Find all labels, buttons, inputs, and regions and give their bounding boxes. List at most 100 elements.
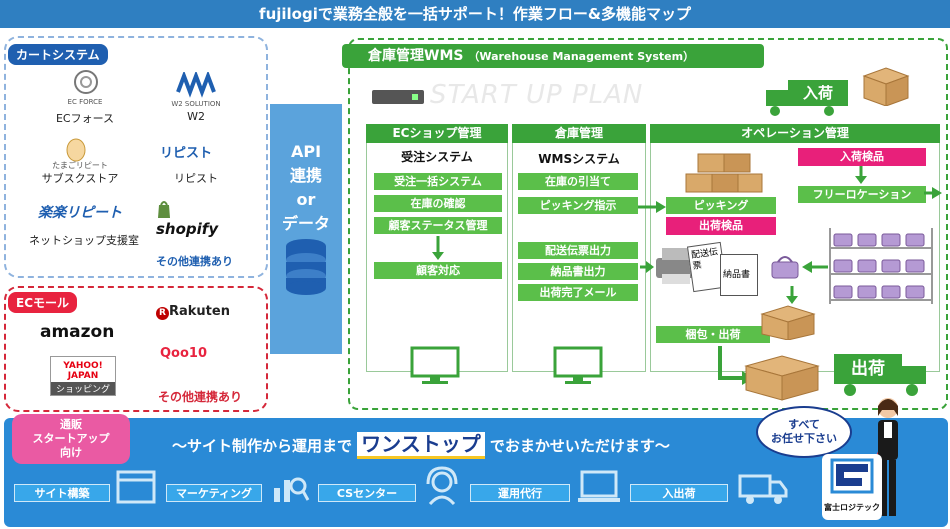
stock-check-item: 在庫の確認 xyxy=(374,195,502,212)
boxes-icon xyxy=(684,152,764,196)
api-line3: or xyxy=(270,188,342,212)
arrow-right-picking xyxy=(638,200,668,214)
company-logo-mark xyxy=(822,454,882,498)
api-column: API 連携 or データ xyxy=(270,104,342,354)
ec-shop-sub: 受注システム xyxy=(366,148,508,165)
speech-line2: お任せ下さい xyxy=(758,432,850,446)
wms-title: 倉庫管理WMS （Warehouse Management System） xyxy=(342,44,764,68)
startup-tag-line2: スタートアップ xyxy=(12,432,130,446)
speech-line1: すべて xyxy=(758,418,850,432)
company-logo: 富士ロジテック xyxy=(822,454,882,520)
operation-head: オペレーション管理 xyxy=(650,124,940,143)
repist-logo: リピスト xyxy=(160,142,224,160)
repist-logo-text: リピスト xyxy=(160,146,212,161)
arrow-left-shelf xyxy=(802,260,828,274)
wms-title-text: 倉庫管理WMS xyxy=(368,48,463,64)
page-title: fujilogiで業務全般を一括サポート！作業フロー&多機能マップ xyxy=(0,0,950,28)
warehouse-head: 倉庫管理 xyxy=(512,124,646,143)
service-operation: 運用代行 xyxy=(470,484,570,502)
order-batch-item: 受注一括システム xyxy=(374,173,502,190)
picking-item: ピッキング xyxy=(666,197,776,214)
truck-icon xyxy=(738,472,788,506)
repist-label: リピスト xyxy=(156,170,236,186)
rakuten-r-icon: R xyxy=(156,307,169,320)
browser-icon xyxy=(116,470,156,506)
ec-shop-head: ECショップ管理 xyxy=(366,124,508,143)
rakuraku-logo-text: 楽楽リピート xyxy=(38,205,122,221)
slogan: ～サイト制作から運用まで ワンストップ でおまかせいただけます～ xyxy=(172,428,670,457)
w2-label: W2 xyxy=(156,110,236,123)
inbound-label: 入荷 xyxy=(788,80,848,106)
service-shipping: 入出荷 xyxy=(630,484,728,502)
rakuraku-logo: 楽楽リピート xyxy=(38,202,134,226)
outbound-inspect-item: 出荷検品 xyxy=(666,217,776,235)
api-line4: データ xyxy=(270,212,342,236)
ecforce-label: ECフォース xyxy=(40,110,130,126)
w2-logo-text: W2 SOLUTION xyxy=(156,100,236,108)
tamago-logo xyxy=(62,138,90,162)
cart-more-label: その他連携あり xyxy=(156,253,233,269)
arrow-down-inbound xyxy=(853,166,869,186)
startup-tag-line1: 通販 xyxy=(12,418,130,432)
ec-mall-tag: ECモール xyxy=(8,292,77,313)
laptop-icon xyxy=(576,470,622,506)
allocation-item: 在庫の引当て xyxy=(518,173,638,190)
cart-system-tag: カートシステム xyxy=(8,44,108,65)
customer-support-item: 顧客対応 xyxy=(374,262,502,279)
shopify-logo-text: shopify xyxy=(156,220,218,238)
packing-item: 梱包・出荷 xyxy=(656,326,770,343)
handbag-icon xyxy=(768,254,802,280)
warehouse-sub: WMSシステム xyxy=(512,150,646,167)
speech-bubble: すべて お任せ下さい xyxy=(756,406,852,458)
customer-status-item: 顧客ステータス管理 xyxy=(374,217,502,234)
headset-icon xyxy=(422,466,462,506)
startup-tag-line3: 向け xyxy=(12,446,130,460)
free-location-item: フリーロケーション xyxy=(798,186,926,203)
service-marketing: マーケティング xyxy=(166,484,262,502)
analytics-icon xyxy=(270,470,310,506)
startup-plan-text: START UP PLAN xyxy=(430,80,643,110)
server-icon xyxy=(372,90,424,104)
wms-subtitle: （Warehouse Management System） xyxy=(468,50,694,63)
invoice-doc: 納品書 xyxy=(720,254,758,296)
company-name: 富士ロジテック xyxy=(822,502,882,513)
amazon-logo: amazon xyxy=(40,322,114,342)
open-box-icon xyxy=(756,300,820,340)
mall-more-label: その他連携あり xyxy=(158,388,242,405)
startup-tag: 通販 スタートアップ 向け xyxy=(12,414,130,464)
shelf-icon xyxy=(828,226,938,306)
outbound-label: 出荷 xyxy=(834,354,902,384)
invoice-doc-text: 納品書 xyxy=(723,270,750,280)
slogan-pre: ～サイト制作から運用まで xyxy=(172,437,352,455)
yahoo-logo-text: YAHOO! JAPAN xyxy=(51,357,115,381)
inbound-box-icon xyxy=(860,64,912,106)
arrow-right-freeloc xyxy=(924,186,944,200)
picking-order-item: ピッキング指示 xyxy=(518,197,638,214)
slogan-key: ワンストップ xyxy=(357,432,485,459)
yahoo-shopping-text: ショッピング xyxy=(51,382,115,395)
service-site-build: サイト構築 xyxy=(14,484,110,502)
api-line1: API xyxy=(270,140,342,164)
inbound-inspect-item: 入荷検品 xyxy=(798,148,926,166)
invoice-print-item: 納品書出力 xyxy=(518,263,638,280)
inbound-truck: 入荷 xyxy=(764,80,852,120)
arrow-down-col1 xyxy=(430,236,446,262)
outbound-box-icon xyxy=(742,352,822,402)
delivery-slip-item: 配送伝票出力 xyxy=(518,242,638,259)
shopify-logo: shopify xyxy=(156,198,236,222)
yahoo-logo: YAHOO! JAPAN ショッピング xyxy=(50,356,116,396)
ship-mail-item: 出荷完了メール xyxy=(518,284,638,301)
api-line2: 連携 xyxy=(270,164,342,188)
ecforce-logo xyxy=(66,68,106,98)
netshop-label: ネットショップ支援室 xyxy=(24,232,144,248)
service-cs-center: CSセンター xyxy=(318,484,416,502)
subscstore-label: サブスクストア xyxy=(30,170,130,186)
ecforce-logo-text: EC FORCE xyxy=(50,98,120,106)
delivery-slip-doc-text: 配送伝票 xyxy=(691,247,719,272)
rakuten-logo-text: Rakuten xyxy=(169,304,230,319)
arrow-right-docs xyxy=(640,260,656,274)
slogan-post: でおまかせいただけます～ xyxy=(490,437,670,455)
monitor-icon-col2 xyxy=(553,346,603,386)
qoo10-logo: Qoo10 xyxy=(160,346,207,361)
